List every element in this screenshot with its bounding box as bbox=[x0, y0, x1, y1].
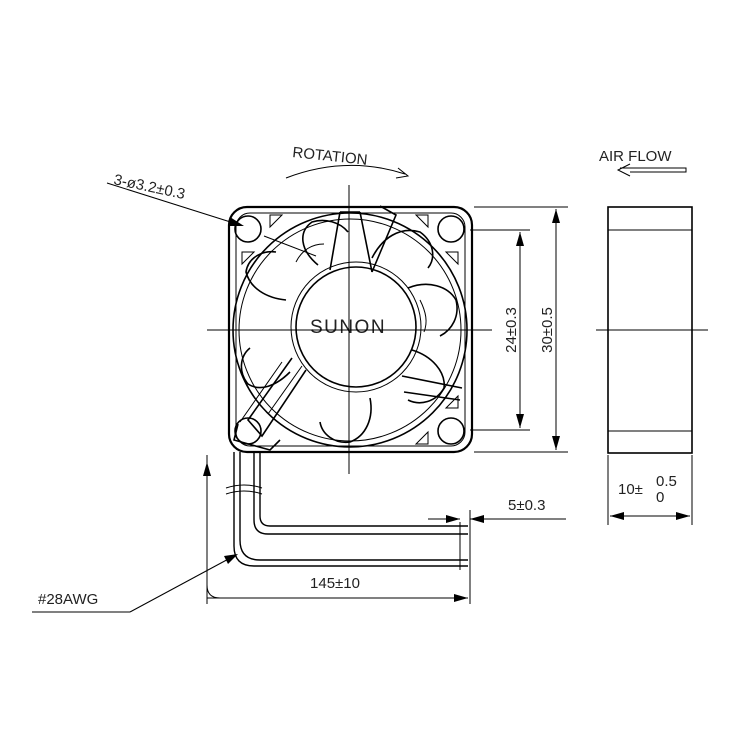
air-flow-arrow-head bbox=[616, 163, 631, 177]
mount-hole-top-left bbox=[234, 215, 262, 243]
wire-break-mark bbox=[225, 490, 263, 495]
arrow-head bbox=[552, 436, 560, 450]
corner-tab bbox=[414, 214, 429, 229]
lead-length-dimension: 145±10 bbox=[203, 455, 468, 604]
arrow-head bbox=[676, 512, 690, 520]
thickness-lower-tol: 0 bbox=[656, 489, 664, 506]
impeller-blades bbox=[240, 219, 458, 444]
corner-tab bbox=[444, 251, 459, 266]
air-flow-label: AIR FLOW bbox=[599, 148, 672, 165]
wire-gauge-label: #28AWG bbox=[38, 591, 98, 608]
arrow-head bbox=[552, 209, 560, 223]
lead-strip-label: 5±0.3 bbox=[508, 497, 545, 514]
arrow-head bbox=[446, 515, 460, 523]
corner-tab bbox=[269, 214, 284, 229]
lead-length-label: 145±10 bbox=[310, 575, 360, 592]
mount-hole-callout: 3-ø3.2±0.3 bbox=[106, 171, 317, 257]
fan-front-view: SUNON bbox=[207, 185, 492, 474]
wire-channel-outline bbox=[246, 357, 307, 438]
wire-gauge-callout: #28AWG bbox=[32, 554, 238, 613]
blade bbox=[371, 229, 434, 269]
arrow-head bbox=[470, 515, 484, 523]
curved-arrow-head bbox=[395, 167, 410, 179]
blade bbox=[319, 397, 372, 444]
blade bbox=[302, 219, 349, 266]
arrow-head bbox=[516, 232, 524, 246]
corner-tab bbox=[241, 251, 256, 266]
lead-wire-1 bbox=[239, 452, 468, 561]
corner-tab bbox=[444, 394, 459, 409]
lead-wires bbox=[225, 452, 471, 604]
lead-wire-4 bbox=[233, 452, 468, 567]
wire-break-mark bbox=[225, 484, 263, 489]
rotation-indicator: ROTATION bbox=[285, 144, 410, 179]
arrow-head bbox=[610, 512, 624, 520]
hole-spacing-label: 24±0.3 bbox=[503, 307, 520, 353]
lead-strip-dimension: 5±0.3 bbox=[428, 497, 566, 523]
wire-exit bbox=[233, 423, 281, 451]
blade bbox=[295, 243, 325, 263]
thickness-upper-tol: 0.5 bbox=[656, 473, 677, 490]
brand-label: SUNON bbox=[310, 317, 386, 338]
leader-arrow-head bbox=[228, 217, 244, 226]
frame-size-dimension: 30±0.5 bbox=[474, 206, 568, 453]
mount-hole-top-right bbox=[437, 215, 465, 243]
hole-spacing-dimension: 24±0.3 bbox=[470, 229, 530, 431]
dimension-corner bbox=[206, 584, 221, 599]
arrow-head bbox=[516, 414, 524, 428]
lead-wire-2 bbox=[253, 452, 468, 535]
mounting-holes bbox=[234, 214, 465, 445]
motor-hub bbox=[295, 266, 417, 388]
blade bbox=[240, 347, 291, 389]
corner-tab bbox=[414, 430, 429, 445]
wire-channel-inner bbox=[239, 361, 303, 423]
motor-hub-rim bbox=[290, 261, 422, 393]
arrow-head bbox=[203, 462, 211, 476]
thickness-label: 10± bbox=[618, 481, 643, 498]
blade bbox=[407, 349, 445, 404]
frame-size-label: 30±0.5 bbox=[539, 307, 556, 353]
blade bbox=[419, 299, 427, 333]
arrow-head bbox=[454, 594, 468, 602]
lead-wire-3 bbox=[259, 452, 468, 527]
strut bbox=[401, 375, 463, 401]
leader-line bbox=[129, 555, 235, 613]
leader-arrow-head bbox=[224, 554, 238, 564]
frame-struts bbox=[329, 205, 463, 401]
arrow-left-icon bbox=[620, 167, 687, 173]
blade bbox=[407, 283, 458, 337]
fan-side-view: AIR FLOW 10± 0.5 0 bbox=[596, 148, 708, 525]
blade bbox=[245, 250, 287, 301]
mount-hole-bottom-right bbox=[437, 417, 465, 445]
leader-line bbox=[106, 182, 241, 226]
strut bbox=[371, 205, 398, 273]
mount-hole-label: 3-ø3.2±0.3 bbox=[112, 171, 186, 203]
curved-arrow-icon bbox=[285, 164, 406, 179]
strut bbox=[329, 211, 373, 273]
leader-line-2 bbox=[263, 235, 317, 257]
wire-channel bbox=[233, 357, 307, 451]
